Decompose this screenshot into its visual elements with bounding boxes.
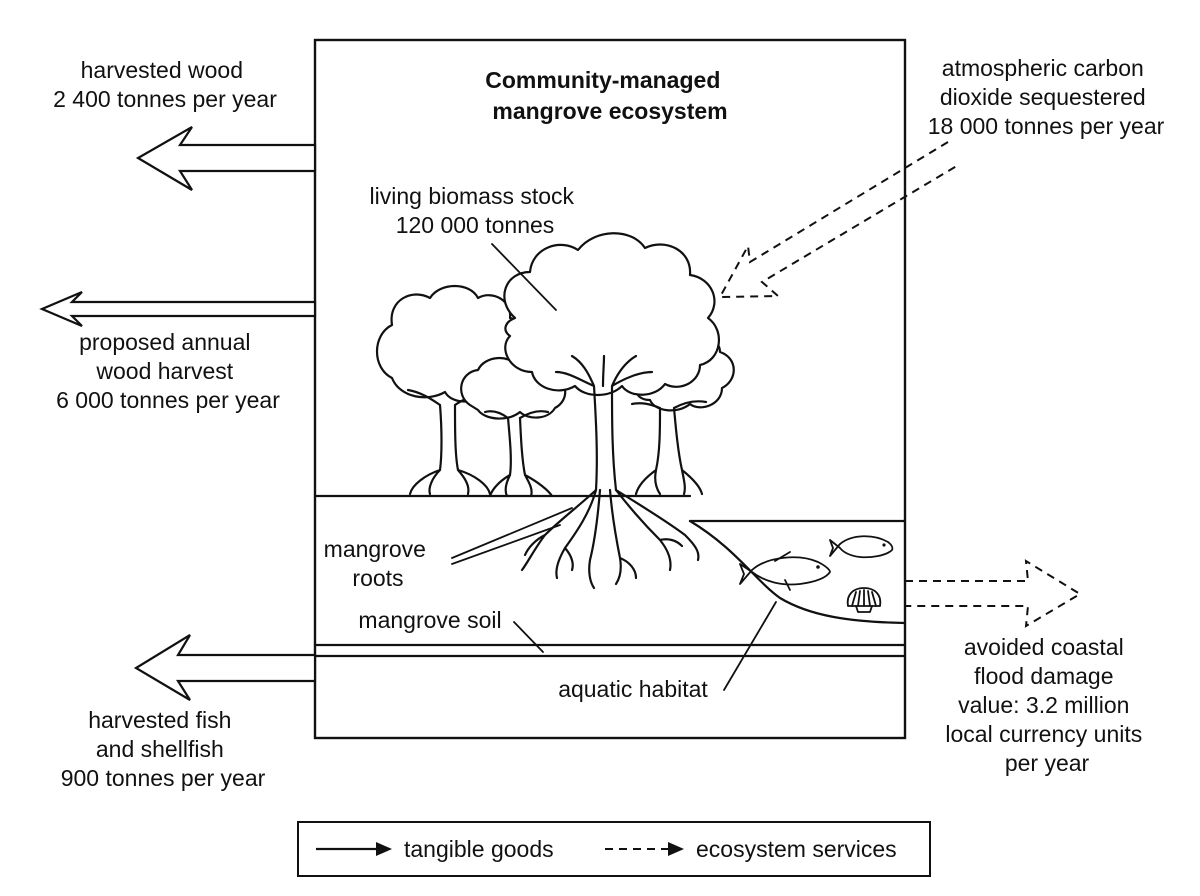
aquatic-leader-line: [723, 601, 777, 691]
legend-dashed-label: ecosystem services: [696, 836, 897, 862]
legend-solid-label: tangible goods: [404, 836, 554, 862]
proposed-harvest-arrow: [39, 290, 317, 328]
biomass-leader-line: [491, 243, 557, 311]
fish-icon-small: [829, 535, 894, 559]
aquatic-label: aquatic habitat: [558, 676, 708, 702]
harvested-wood-arrow: [135, 126, 317, 191]
soil-label: mangrove soil: [358, 607, 501, 633]
legend-box: [297, 821, 931, 877]
fish-icon: [739, 551, 831, 591]
ecosystem-title: Community-managed mangrove ecosystem: [485, 67, 727, 124]
harvested-wood-label: harvested wood 2 400 tonnes per year: [53, 57, 277, 112]
tree-trunk-left: [406, 388, 492, 496]
shellfish-icon: [846, 587, 882, 613]
soil-leader-line: [513, 621, 544, 653]
roots-label: mangrove roots: [324, 536, 433, 591]
legend-dashed-arrowhead: [668, 842, 684, 856]
biomass-label: living biomass stock 120 000 tonnes: [370, 183, 581, 238]
proposed-harvest-label: proposed annual wood harvest 6 000 tonne…: [56, 329, 280, 413]
tree-canopy-main: [503, 232, 720, 397]
shoreline-slope: [688, 519, 907, 625]
tree-trunk-right: [630, 400, 708, 496]
tree-trunk-middle: [483, 410, 554, 498]
carbon-sequestration-arrow: [718, 141, 961, 299]
legend: tangible goods ecosystem services: [297, 821, 931, 877]
flood-protection-arrow: [905, 559, 1082, 628]
harvested-fish-label: harvested fish and shellfish 900 tonnes …: [61, 707, 266, 791]
mangrove-trees: [376, 232, 735, 590]
tree-roots-main: [520, 488, 700, 590]
flood-damage-label: avoided coastal flood damage value: 3.2 …: [945, 634, 1148, 776]
harvested-fish-arrow: [133, 634, 317, 701]
roots-leader-line: [451, 507, 573, 565]
tree-trunk-main: [554, 354, 654, 492]
legend-solid-arrowhead: [376, 842, 392, 856]
carbon-label: atmospheric carbon dioxide sequestered 1…: [928, 55, 1165, 139]
